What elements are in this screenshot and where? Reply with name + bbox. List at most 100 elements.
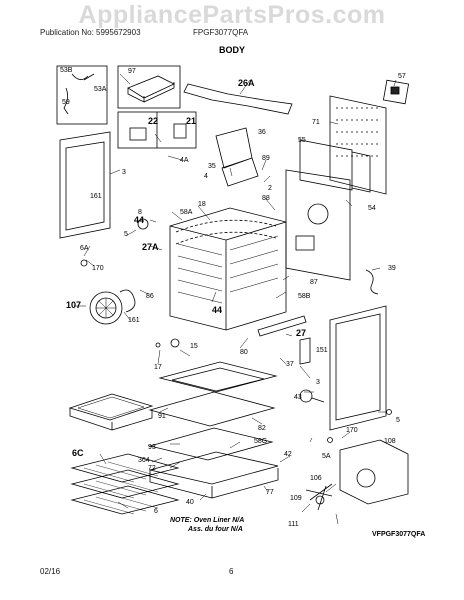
callout-71: 71 [312, 119, 320, 126]
callout-82: 82 [258, 425, 266, 432]
callout-42: 42 [284, 451, 292, 458]
part-22 [129, 127, 147, 141]
screw-5A [327, 437, 333, 443]
callout-26A: 26A [238, 78, 255, 88]
callout-364: 364 [138, 457, 150, 464]
side-panel-left-inner [65, 141, 105, 231]
callout-6: 6 [154, 508, 158, 515]
leader-lines [74, 73, 397, 525]
callout-54: 54 [368, 205, 376, 212]
oven-rack-6 [70, 485, 180, 515]
label-plate-57-mark [390, 86, 400, 95]
convection-fan-blades [96, 298, 116, 318]
callout-5-right: 5 [396, 417, 400, 424]
trim-151 [299, 337, 311, 365]
callout-27A: 27A [142, 242, 159, 252]
lamp-15 [170, 338, 180, 348]
convection-fan-106 [305, 483, 333, 511]
callout-109: 109 [290, 495, 302, 502]
callout-88: 88 [262, 195, 270, 202]
rear-frame-cutout [307, 203, 329, 225]
callout-58G: 58G [254, 438, 267, 445]
callout-36: 36 [258, 129, 266, 136]
callout-18: 18 [198, 201, 206, 208]
publication-number: Publication No: 5995672903 [40, 28, 141, 37]
callout-4A: 4A [180, 157, 189, 164]
trim-27 [257, 315, 307, 337]
callout-17: 17 [154, 364, 162, 371]
callout-58B: 58B [298, 293, 311, 300]
oven-cavity-edges [169, 221, 287, 330]
note-line-1: NOTE: Oven Liner N/A [170, 517, 245, 524]
wire-harness-53 [63, 73, 95, 115]
convection-motor-hub [356, 468, 376, 488]
broiler-pan-base [69, 408, 153, 431]
frame-17-inner [171, 367, 265, 392]
callout-15: 15 [190, 343, 198, 350]
callout-5-left: 5 [124, 231, 128, 238]
bolt-43 [299, 389, 313, 403]
panel-55 [299, 139, 353, 191]
oven-rack-6C [70, 453, 180, 483]
callout-55: 55 [298, 137, 306, 144]
back-panel-vents [336, 107, 380, 157]
callout-43: 43 [294, 394, 302, 401]
screw-6A [80, 259, 88, 267]
bottom-panel-82 [148, 391, 276, 427]
callout-86: 86 [146, 293, 154, 300]
drawer-front [149, 468, 279, 499]
callout-111: 111 [288, 521, 299, 528]
back-panel-71 [329, 95, 387, 195]
callout-6C: 6C [72, 448, 84, 458]
oven-cavity-ribs [177, 243, 223, 304]
broiler-pan [68, 393, 154, 421]
screw-17 [155, 342, 161, 348]
oven-cavity-ribs-right [229, 235, 279, 293]
drawer-body [149, 451, 279, 485]
model-number: FPGF3077QFA [193, 28, 249, 37]
callout-21: 21 [186, 116, 196, 126]
callout-91: 91 [158, 413, 166, 420]
callout-39: 39 [388, 265, 396, 272]
frame-17 [158, 361, 278, 393]
callout-6A: 6A [80, 245, 89, 252]
callout-170-left: 170 [92, 265, 104, 272]
footer-page: 6 [229, 567, 234, 576]
callout-93: 93 [148, 444, 156, 451]
footer-date: 02/16 [40, 567, 61, 576]
callout-53B: 53B [60, 67, 73, 74]
module-97 [127, 75, 175, 103]
callout-44-mid: 44 [212, 305, 222, 315]
figure-id: VFPGF3077QFA [372, 531, 426, 538]
watermark: AppliancePartsPros.com [78, 1, 386, 29]
rear-frame-slot [295, 235, 315, 251]
callout-106: 106 [310, 475, 322, 482]
broiler-grid [77, 396, 145, 419]
callout-35: 35 [208, 163, 216, 170]
callout-161-mid: 161 [128, 317, 140, 324]
callout-8: 8 [138, 209, 142, 216]
side-panel-right [329, 305, 387, 431]
callout-107: 107 [66, 300, 81, 310]
label-plate-57 [382, 79, 410, 105]
note-line-2: Ass. du four N/A [188, 526, 243, 533]
top-duct-36 [215, 127, 259, 187]
part-21 [173, 123, 187, 139]
callout-3-left: 3 [122, 169, 126, 176]
oven-cavity [169, 207, 287, 331]
convection-fan-hub-106 [315, 495, 325, 505]
screw-5 [386, 409, 392, 415]
callout-37: 37 [286, 361, 294, 368]
callout-108: 108 [384, 438, 396, 445]
callout-57: 57 [398, 73, 406, 80]
callout-4: 4 [204, 173, 208, 180]
callout-170-right: 170 [346, 427, 358, 434]
callout-3-right: 3 [316, 379, 320, 386]
callout-22: 22 [148, 116, 158, 126]
callout-80: 80 [240, 349, 248, 356]
cord-39 [365, 269, 379, 295]
section-title: BODY [218, 45, 245, 55]
callout-59: 59 [62, 99, 70, 106]
callout-5A: 5A [322, 453, 331, 460]
